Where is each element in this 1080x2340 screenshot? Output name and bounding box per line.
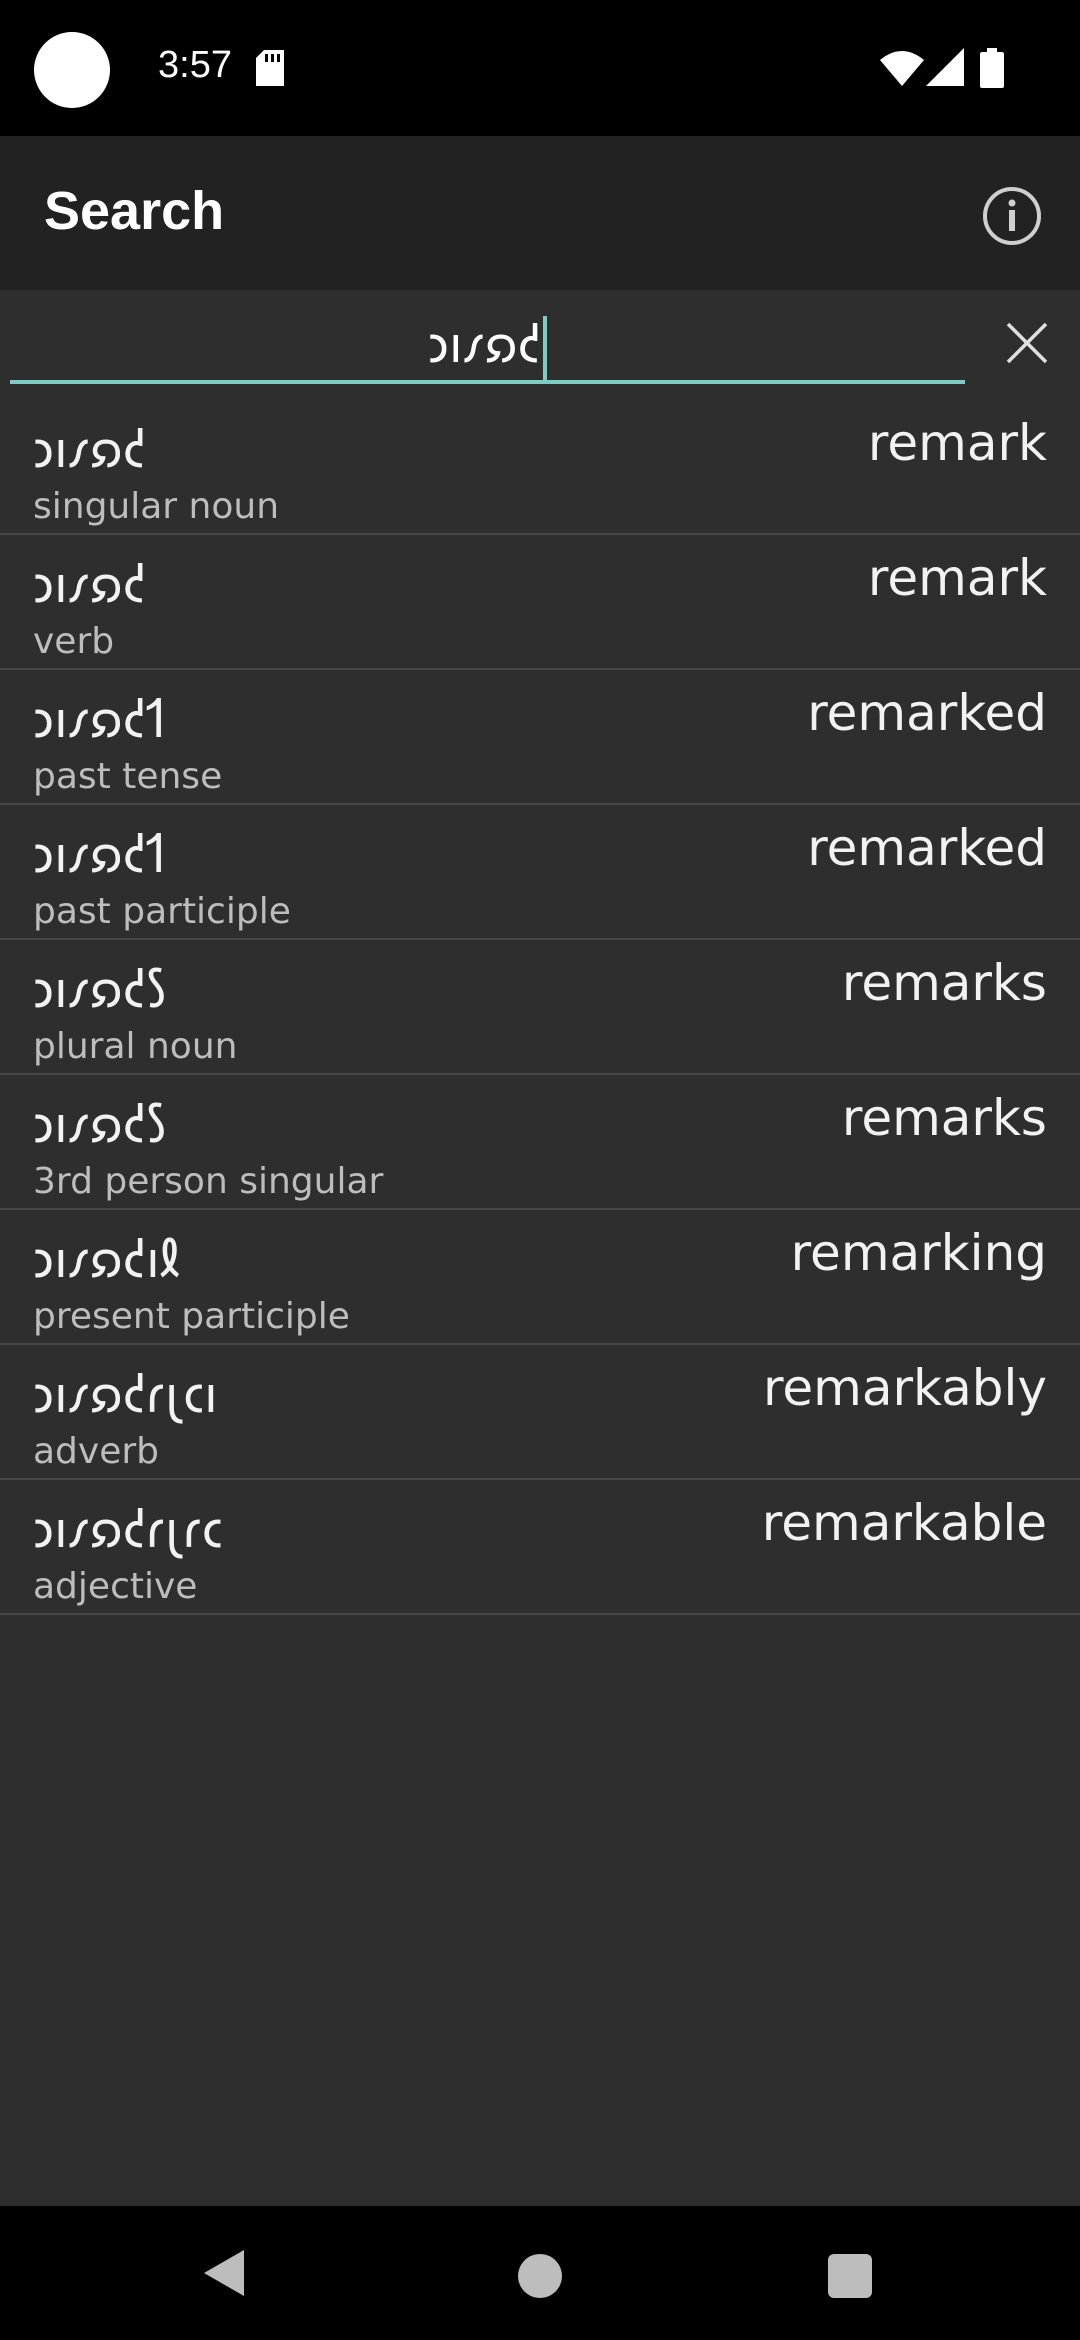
result-shavian: 𐑮𐑦𐑥𐑸𐑒𐑕 bbox=[33, 1096, 167, 1154]
page-title: Search bbox=[44, 181, 225, 241]
result-part-of-speech: adverb bbox=[33, 1431, 160, 1472]
back-triangle-icon bbox=[204, 2250, 244, 2296]
result-shavian: 𐑮𐑦𐑥𐑸𐑒𐑩𐑚𐑤𐑦 bbox=[33, 1366, 218, 1424]
result-row[interactable]: 𐑮𐑦𐑥𐑸𐑒𐑑 remarked past tense bbox=[0, 670, 1080, 805]
back-button[interactable] bbox=[204, 2250, 244, 2300]
result-row[interactable]: 𐑮𐑦𐑥𐑸𐑒𐑩𐑚𐑤𐑦 remarkably adverb bbox=[0, 1345, 1080, 1480]
result-row[interactable]: 𐑮𐑦𐑥𐑸𐑒𐑩𐑚𐑩𐑤 remarkable adjective bbox=[0, 1480, 1080, 1615]
result-shavian: 𐑮𐑦𐑥𐑸𐑒𐑑 bbox=[33, 691, 166, 749]
search-row: 𐑮𐑦𐑥𐑸𐑒 bbox=[0, 290, 1080, 400]
info-icon bbox=[983, 187, 1041, 245]
result-part-of-speech: past participle bbox=[33, 891, 291, 932]
search-content: 𐑮𐑦𐑥𐑸𐑒 𐑮𐑦𐑥𐑸𐑒 remark singular noun 𐑮𐑦𐑥𐑸𐑒 r… bbox=[0, 290, 1080, 2206]
result-english: remarkable bbox=[761, 1494, 1047, 1552]
clear-search-button[interactable] bbox=[1004, 320, 1050, 366]
battery-icon bbox=[980, 48, 1004, 92]
result-english: remarkably bbox=[762, 1359, 1047, 1417]
result-english: remarking bbox=[790, 1224, 1047, 1282]
result-part-of-speech: plural noun bbox=[33, 1026, 238, 1067]
result-english: remarked bbox=[807, 819, 1047, 877]
result-row[interactable]: 𐑮𐑦𐑥𐑸𐑒 remark verb bbox=[0, 535, 1080, 670]
text-caret bbox=[543, 315, 548, 382]
app-bar: Search bbox=[0, 136, 1080, 290]
result-shavian: 𐑮𐑦𐑥𐑸𐑒𐑦𐑙 bbox=[33, 1231, 180, 1289]
result-part-of-speech: present participle bbox=[33, 1296, 350, 1337]
search-input-value: 𐑮𐑦𐑥𐑸𐑒 bbox=[427, 316, 542, 374]
result-shavian: 𐑮𐑦𐑥𐑸𐑒𐑩𐑚𐑩𐑤 bbox=[33, 1501, 223, 1559]
result-shavian: 𐑮𐑦𐑥𐑸𐑒 bbox=[33, 556, 147, 614]
close-icon bbox=[1006, 322, 1048, 364]
status-time: 3:57 bbox=[158, 44, 232, 86]
result-english: remarks bbox=[841, 1089, 1047, 1147]
sd-card-icon bbox=[256, 50, 284, 90]
result-part-of-speech: adjective bbox=[33, 1566, 198, 1607]
result-part-of-speech: 3rd person singular bbox=[33, 1161, 384, 1202]
status-bar: 3:57 bbox=[0, 0, 1080, 136]
search-input[interactable]: 𐑮𐑦𐑥𐑸𐑒 bbox=[10, 306, 965, 384]
result-english: remarked bbox=[807, 684, 1047, 742]
result-english: remarks bbox=[841, 954, 1047, 1012]
result-english: remark bbox=[867, 414, 1047, 472]
result-row[interactable]: 𐑮𐑦𐑥𐑸𐑒𐑑 remarked past participle bbox=[0, 805, 1080, 940]
system-nav-bar bbox=[0, 2206, 1080, 2340]
result-row[interactable]: 𐑮𐑦𐑥𐑸𐑒𐑕 remarks 3rd person singular bbox=[0, 1075, 1080, 1210]
result-shavian: 𐑮𐑦𐑥𐑸𐑒 bbox=[33, 421, 147, 479]
info-button[interactable] bbox=[982, 186, 1042, 246]
results-list: 𐑮𐑦𐑥𐑸𐑒 remark singular noun 𐑮𐑦𐑥𐑸𐑒 remark … bbox=[0, 400, 1080, 1615]
camera-cutout bbox=[34, 32, 110, 108]
result-row[interactable]: 𐑮𐑦𐑥𐑸𐑒𐑦𐑙 remarking present participle bbox=[0, 1210, 1080, 1345]
wifi-icon bbox=[880, 50, 924, 90]
result-shavian: 𐑮𐑦𐑥𐑸𐑒𐑑 bbox=[33, 826, 166, 884]
signal-icon bbox=[926, 48, 964, 90]
result-english: remark bbox=[867, 549, 1047, 607]
result-part-of-speech: past tense bbox=[33, 756, 223, 797]
result-row[interactable]: 𐑮𐑦𐑥𐑸𐑒𐑕 remarks plural noun bbox=[0, 940, 1080, 1075]
result-part-of-speech: singular noun bbox=[33, 486, 280, 527]
result-row[interactable]: 𐑮𐑦𐑥𐑸𐑒 remark singular noun bbox=[0, 400, 1080, 535]
recents-button[interactable] bbox=[828, 2254, 872, 2298]
result-shavian: 𐑮𐑦𐑥𐑸𐑒𐑕 bbox=[33, 961, 167, 1019]
result-part-of-speech: verb bbox=[33, 621, 115, 662]
home-button[interactable] bbox=[518, 2254, 562, 2298]
